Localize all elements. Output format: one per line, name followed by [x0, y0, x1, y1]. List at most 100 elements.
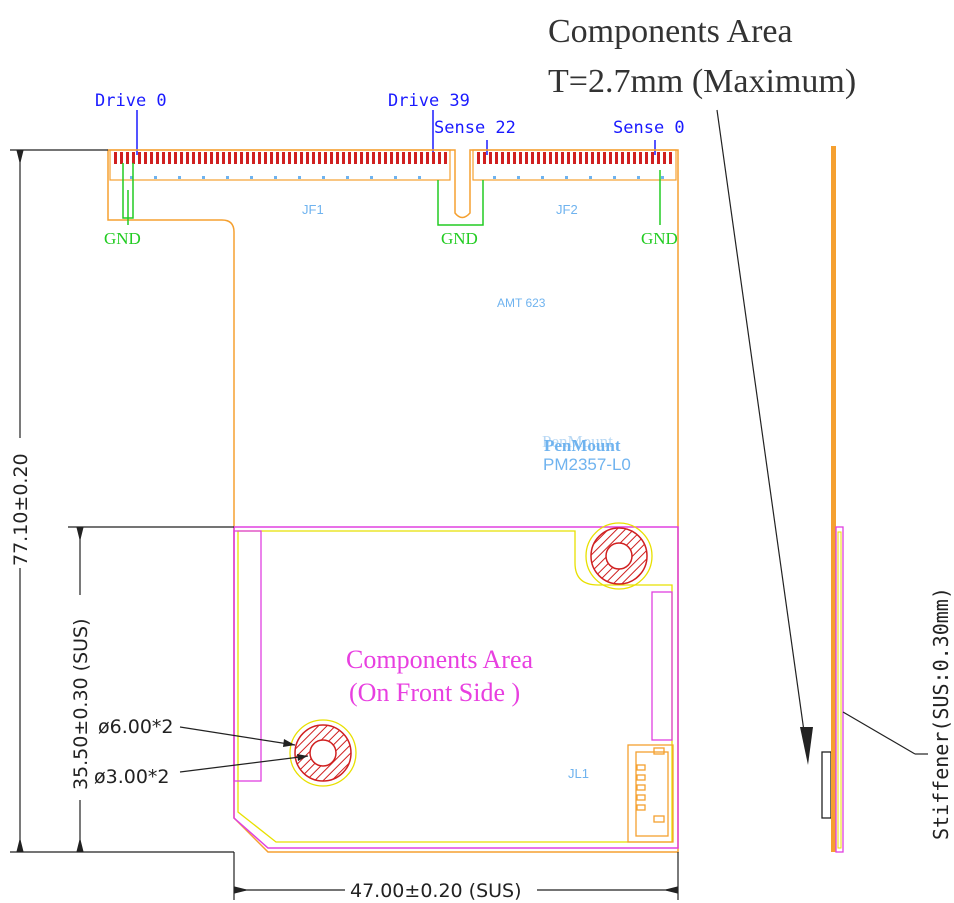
mounting-hole-top — [585, 522, 653, 590]
connector-pad — [565, 176, 568, 179]
components-area-arrow — [800, 727, 813, 765]
connector-pin — [312, 152, 315, 164]
connector-pin — [210, 152, 213, 164]
hole-outer-leader — [179, 726, 296, 746]
mounting-hole-bottom — [289, 719, 357, 787]
connector-pin — [300, 152, 303, 164]
components-area-label-line2: (On Front Side ) — [349, 678, 520, 707]
connector-pin — [549, 152, 552, 164]
connector-pin — [444, 152, 447, 164]
side-view-fpc — [831, 146, 836, 852]
connector-pin — [384, 152, 387, 164]
connector-pin — [138, 152, 141, 164]
connector-pin — [330, 152, 333, 164]
connector-outline — [472, 149, 677, 181]
connector-pin — [390, 152, 393, 164]
connector-pin — [657, 152, 660, 164]
connector-pin — [258, 152, 261, 164]
connector-pin — [531, 152, 534, 164]
connector-pin — [156, 152, 159, 164]
connector-pin — [627, 152, 630, 164]
connector-pin — [204, 152, 207, 164]
connector-pin — [366, 152, 369, 164]
gnd-traces — [122, 163, 661, 226]
connector-pin — [282, 152, 285, 164]
connector-pad — [130, 176, 133, 179]
connector-pin — [525, 152, 528, 164]
connector-pin — [306, 152, 309, 164]
connector-pin — [489, 152, 492, 164]
connector-pin — [495, 152, 498, 164]
connector-pin — [513, 152, 516, 164]
connector-pin — [477, 152, 480, 164]
connector-pin — [246, 152, 249, 164]
dimension-height — [10, 149, 234, 853]
connector-pin — [408, 152, 411, 164]
connector-pin — [519, 152, 522, 164]
connector-pin — [132, 152, 135, 164]
connector-pad — [637, 176, 640, 179]
connector-pin — [174, 152, 177, 164]
connector-pad — [493, 176, 496, 179]
stiffener-slot-left — [233, 530, 262, 782]
connector-pad — [154, 176, 157, 179]
components-area-leader — [716, 109, 809, 761]
connector-pin — [645, 152, 648, 164]
model-label: PM2357-L0 — [543, 455, 631, 474]
connector-pin — [651, 152, 654, 164]
connector-pin — [144, 152, 147, 164]
hole-inner-arrow — [297, 754, 308, 761]
dimension-sus-height — [68, 526, 234, 853]
connector-pin — [228, 152, 231, 164]
connector-pad — [250, 176, 253, 179]
connector-pin — [216, 152, 219, 164]
brand-logo-ghost: PenMount — [542, 432, 613, 451]
connector-pin — [294, 152, 297, 164]
amt-label: AMT 623 — [497, 296, 546, 310]
board-outline — [107, 149, 679, 853]
components-area-label-line1: Components Area — [346, 645, 533, 674]
connector-pad — [178, 176, 181, 179]
connector-pin — [609, 152, 612, 164]
hole-inner-leader — [179, 755, 309, 773]
stiffener-leader — [842, 711, 916, 755]
connector-pad — [226, 176, 229, 179]
connector-pad — [613, 176, 616, 179]
connector-pad — [661, 176, 664, 179]
connector-pad — [274, 176, 277, 179]
connector-pin — [414, 152, 417, 164]
connector-pin — [324, 152, 327, 164]
connector-pin — [483, 152, 486, 164]
connector-pin — [537, 152, 540, 164]
connector-pin — [114, 152, 117, 164]
connector-pin — [120, 152, 123, 164]
connector-pin — [360, 152, 363, 164]
connector-pin — [162, 152, 165, 164]
connector-pin — [420, 152, 423, 164]
connector-pin — [543, 152, 546, 164]
connector-pin — [555, 152, 558, 164]
connector-pin — [585, 152, 588, 164]
jl1-label: JL1 — [568, 766, 589, 781]
connector-pin — [378, 152, 381, 164]
sus-height-dimension-label: 35.50±0.30 (SUS) — [70, 618, 92, 790]
drive-39-label: Drive 39 — [388, 91, 470, 111]
connector-pin — [396, 152, 399, 164]
connector-pin — [669, 152, 672, 164]
gnd-label-2: GND — [441, 229, 478, 248]
hole-inner-label: ø3.00*2 — [94, 766, 170, 788]
connector-pin — [288, 152, 291, 164]
connector-pin — [354, 152, 357, 164]
connector-pin — [621, 152, 624, 164]
stiffener-label: Stiffener(SUS:0.30mm) — [929, 587, 953, 840]
connector-pin — [348, 152, 351, 164]
connector-pin — [180, 152, 183, 164]
connector-pad — [346, 176, 349, 179]
width-dimension-label: 47.00±0.20 (SUS) — [350, 880, 522, 902]
connector-pin — [603, 152, 606, 164]
connector-pin — [342, 152, 345, 164]
connector-pad — [370, 176, 373, 179]
brand-logo: PenMount — [544, 436, 621, 455]
connector-pin — [561, 152, 564, 164]
